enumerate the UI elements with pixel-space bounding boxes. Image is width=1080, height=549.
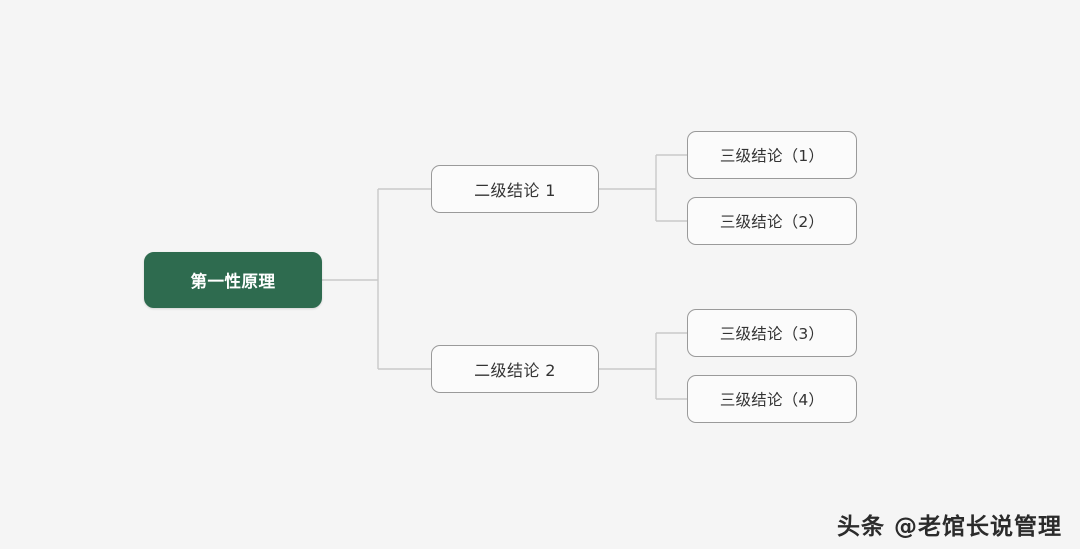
node-root[interactable]: 第一性原理 xyxy=(144,252,322,308)
node-level2-1-label: 二级结论 1 xyxy=(474,181,556,200)
node-level3-2[interactable]: 三级结论（2） xyxy=(687,197,857,245)
node-level3-3-label: 三级结论（3） xyxy=(719,325,825,343)
node-level2-2-label: 二级结论 2 xyxy=(474,361,556,380)
node-level2-2[interactable]: 二级结论 2 xyxy=(431,345,599,393)
node-level3-4-label: 三级结论（4） xyxy=(719,391,825,409)
node-root-label: 第一性原理 xyxy=(190,272,276,291)
node-level3-2-label: 三级结论（2） xyxy=(719,213,825,231)
node-level3-3[interactable]: 三级结论（3） xyxy=(687,309,857,357)
node-level3-4[interactable]: 三级结论（4） xyxy=(687,375,857,423)
node-level3-1-label: 三级结论（1） xyxy=(719,147,825,165)
node-level3-1[interactable]: 三级结论（1） xyxy=(687,131,857,179)
node-level2-1[interactable]: 二级结论 1 xyxy=(431,165,599,213)
watermark-text: 头条 @老馆长说管理 xyxy=(836,514,1062,540)
